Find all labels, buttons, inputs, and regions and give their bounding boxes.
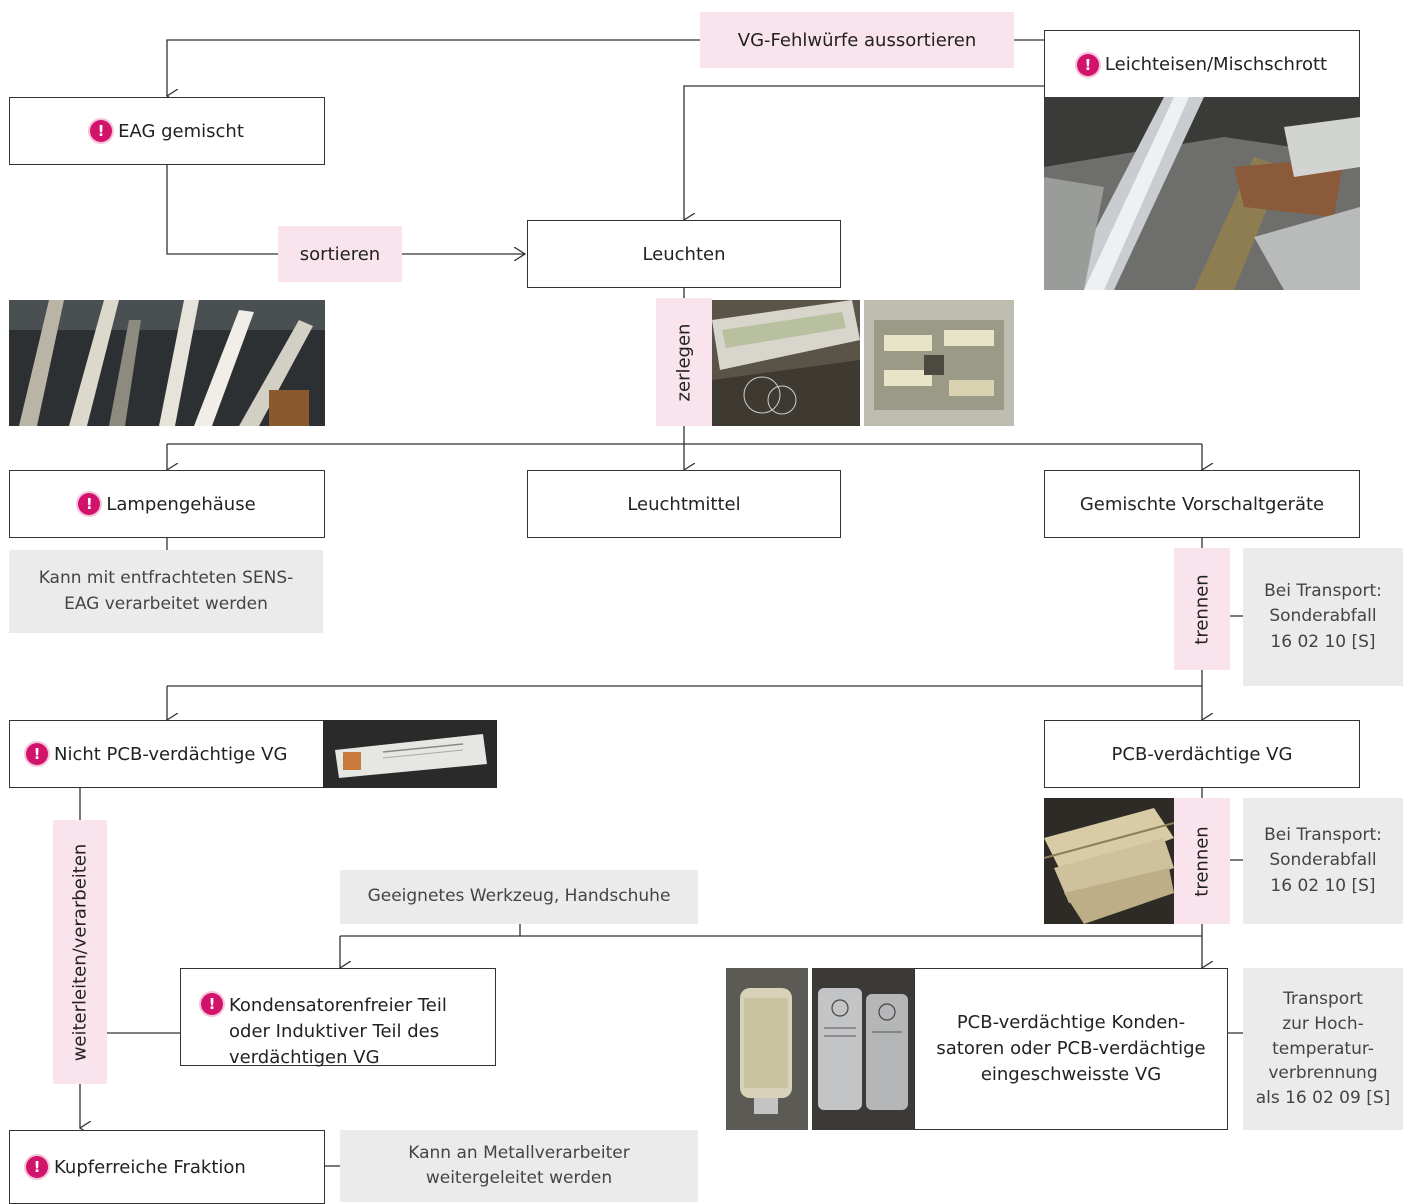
photo-disassembled-luminaire-1 <box>712 300 860 426</box>
box-label: Kondensatorenfreier Teil oder Induktiver… <box>229 995 447 1069</box>
note-werkzeug-handschuhe: Geeignetes Werkzeug, Handschuhe <box>340 870 698 924</box>
note-text: Kann mit entfrachteten SENS- EAG verarbe… <box>38 568 294 614</box>
label-text: trennen <box>1191 573 1213 645</box>
label-vg-fehlwuerfe-aussortieren: VG-Fehlwürfe aussortieren <box>700 12 1014 68</box>
box-nicht-pcb-vg: ! Nicht PCB-verdächtige VG <box>9 720 325 788</box>
photo-scrap-metal <box>1044 97 1360 290</box>
box-eag-gemischt: ! EAG gemischt <box>9 97 325 165</box>
box-gemischte-vorschaltgeraete: Gemischte Vorschaltgeräte <box>1044 470 1360 538</box>
box-label: PCB-verdächtige VG <box>1111 743 1293 765</box>
note-text: Bei Transport: Sonderabfall 16 02 10 [S] <box>1264 824 1382 896</box>
photo-pcb-ballasts <box>1044 798 1174 924</box>
label-text: trennen <box>1191 825 1213 897</box>
photo-lamp-housings <box>9 300 325 426</box>
label-sortieren: sortieren <box>278 226 402 282</box>
warning-icon: ! <box>26 1156 48 1178</box>
box-pcb-verdaechtige-vg: PCB-verdächtige VG <box>1044 720 1360 788</box>
photo-capacitor-1 <box>726 968 808 1130</box>
note-transport-1: Bei Transport: Sonderabfall 16 02 10 [S] <box>1243 548 1403 686</box>
note-metallverarbeiter: Kann an Metallverarbeiter weitergeleitet… <box>340 1130 698 1202</box>
box-kondensatorenfreier-teil: ! Kondensatorenfreier Teil oder Induktiv… <box>180 968 496 1068</box>
warning-icon: ! <box>78 493 101 515</box>
warning-icon: ! <box>26 743 48 765</box>
photo-ballast <box>323 720 497 788</box>
note-text: Kann an Metallverarbeiter weitergeleitet… <box>408 1142 630 1189</box>
box-label: Gemischte Vorschaltgeräte <box>1079 493 1325 515</box>
label-text: sortieren <box>299 243 381 265</box>
box-leichteisen-mischschrott: ! Leichteisen/Mischschrott <box>1044 30 1360 98</box>
warning-icon: ! <box>90 120 113 142</box>
label-trennen-1: trennen <box>1174 548 1230 670</box>
note-hochtemperatur: Transport zur Hoch- temperatur- verbrenn… <box>1243 968 1403 1130</box>
box-label: Leuchtmittel <box>627 493 741 515</box>
box-label: Nicht PCB-verdächtige VG <box>54 743 288 765</box>
box-pcb-kondensatoren: PCB-verdächtige Konden- satoren oder PCB… <box>914 968 1228 1130</box>
note-text: Geeignetes Werkzeug, Handschuhe <box>367 886 671 907</box>
label-text: weiterleiten/verarbeiten <box>69 843 91 1061</box>
warning-icon: ! <box>201 993 223 1015</box>
label-zerlegen: zerlegen <box>656 298 712 426</box>
photo-disassembled-luminaire-2 <box>864 300 1014 426</box>
label-text: zerlegen <box>673 323 695 401</box>
box-label: Leichteisen/Mischschrott <box>1104 54 1328 75</box>
note-transport-2: Bei Transport: Sonderabfall 16 02 10 [S] <box>1243 798 1403 924</box>
note-text: Transport zur Hoch- temperatur- verbrenn… <box>1255 989 1391 1108</box>
box-label: EAG gemischt <box>118 120 244 142</box>
label-weiterleiten-verarbeiten: weiterleiten/verarbeiten <box>53 820 107 1084</box>
warning-icon: ! <box>1076 53 1099 76</box>
box-lampengehaeuse: ! Lampengehäuse <box>9 470 325 538</box>
box-label: PCB-verdächtige Konden- satoren oder PCB… <box>936 1011 1206 1086</box>
box-label: Lampengehäuse <box>106 493 256 515</box>
box-label: Kupferreiche Fraktion <box>54 1156 246 1178</box>
label-trennen-2: trennen <box>1174 798 1230 924</box>
box-leuchtmittel: Leuchtmittel <box>527 470 841 538</box>
box-kupferreiche-fraktion: ! Kupferreiche Fraktion <box>9 1130 325 1204</box>
box-label: Leuchten <box>642 243 726 265</box>
label-text: VG-Fehlwürfe aussortieren <box>737 29 977 51</box>
note-text: Bei Transport: Sonderabfall 16 02 10 [S] <box>1264 580 1382 652</box>
box-leuchten: Leuchten <box>527 220 841 288</box>
note-sens-eag: Kann mit entfrachteten SENS- EAG verarbe… <box>9 550 323 633</box>
photo-capacitor-2 <box>812 968 914 1130</box>
